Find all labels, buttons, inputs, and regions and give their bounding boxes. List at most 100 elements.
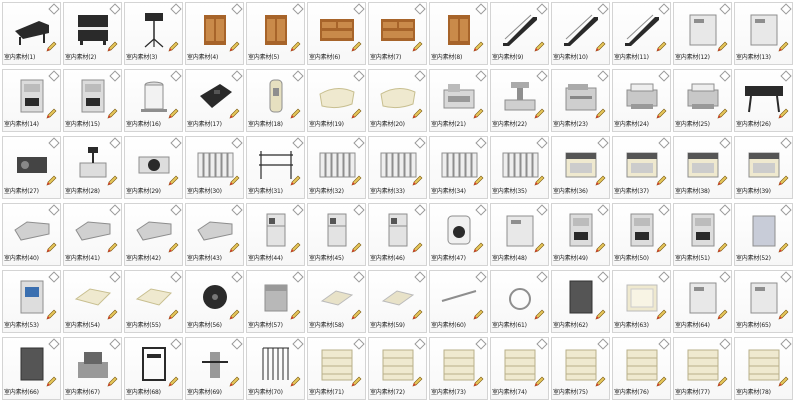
edit-pencil-icon[interactable] (168, 309, 179, 320)
component-tile[interactable]: 室内素材(43) (185, 203, 244, 266)
edit-pencil-icon[interactable] (717, 242, 728, 253)
component-tile[interactable]: 室内素材(35) (490, 136, 549, 199)
component-tile[interactable]: 室内素材(78) (734, 337, 793, 400)
component-tile[interactable]: 室内素材(36) (551, 136, 610, 199)
component-tile[interactable]: 室内素材(2) (63, 2, 122, 65)
edit-pencil-icon[interactable] (412, 309, 423, 320)
component-tile[interactable]: 室内素材(4) (185, 2, 244, 65)
component-tile[interactable]: 室内素材(63) (612, 270, 671, 333)
component-tile[interactable]: 室内素材(49) (551, 203, 610, 266)
edit-pencil-icon[interactable] (412, 41, 423, 52)
component-tile[interactable]: 室内素材(20) (368, 69, 427, 132)
edit-pencil-icon[interactable] (351, 242, 362, 253)
component-tile[interactable]: 室内素材(8) (429, 2, 488, 65)
edit-pencil-icon[interactable] (107, 175, 118, 186)
component-tile[interactable]: 室内素材(42) (124, 203, 183, 266)
component-tile[interactable]: 室内素材(12) (673, 2, 732, 65)
component-tile[interactable]: 室内素材(69) (185, 337, 244, 400)
edit-pencil-icon[interactable] (778, 376, 789, 387)
component-tile[interactable]: 室内素材(5) (246, 2, 305, 65)
edit-pencil-icon[interactable] (717, 108, 728, 119)
edit-pencil-icon[interactable] (46, 376, 57, 387)
edit-pencil-icon[interactable] (229, 175, 240, 186)
edit-pencil-icon[interactable] (229, 309, 240, 320)
edit-pencil-icon[interactable] (473, 175, 484, 186)
edit-pencil-icon[interactable] (168, 175, 179, 186)
component-tile[interactable]: 室内素材(65) (734, 270, 793, 333)
edit-pencil-icon[interactable] (656, 376, 667, 387)
component-tile[interactable]: 室内素材(55) (124, 270, 183, 333)
edit-pencil-icon[interactable] (351, 41, 362, 52)
component-tile[interactable]: 室内素材(53) (2, 270, 61, 333)
edit-pencil-icon[interactable] (229, 242, 240, 253)
edit-pencil-icon[interactable] (778, 175, 789, 186)
component-tile[interactable]: 室内素材(57) (246, 270, 305, 333)
edit-pencil-icon[interactable] (656, 108, 667, 119)
component-tile[interactable]: 室内素材(34) (429, 136, 488, 199)
component-tile[interactable]: 室内素材(46) (368, 203, 427, 266)
component-tile[interactable]: 室内素材(16) (124, 69, 183, 132)
edit-pencil-icon[interactable] (717, 309, 728, 320)
component-tile[interactable]: 室内素材(17) (185, 69, 244, 132)
component-tile[interactable]: 室内素材(3) (124, 2, 183, 65)
component-tile[interactable]: 室内素材(66) (2, 337, 61, 400)
component-tile[interactable]: 室内素材(62) (551, 270, 610, 333)
component-tile[interactable]: 室内素材(56) (185, 270, 244, 333)
edit-pencil-icon[interactable] (46, 309, 57, 320)
edit-pencil-icon[interactable] (168, 376, 179, 387)
component-tile[interactable]: 室内素材(73) (429, 337, 488, 400)
edit-pencil-icon[interactable] (534, 242, 545, 253)
edit-pencil-icon[interactable] (473, 108, 484, 119)
edit-pencil-icon[interactable] (473, 309, 484, 320)
component-tile[interactable]: 室内素材(75) (551, 337, 610, 400)
edit-pencil-icon[interactable] (107, 376, 118, 387)
component-tile[interactable]: 室内素材(54) (63, 270, 122, 333)
edit-pencil-icon[interactable] (412, 108, 423, 119)
edit-pencil-icon[interactable] (46, 41, 57, 52)
edit-pencil-icon[interactable] (351, 376, 362, 387)
edit-pencil-icon[interactable] (534, 108, 545, 119)
edit-pencil-icon[interactable] (168, 242, 179, 253)
component-tile[interactable]: 室内素材(18) (246, 69, 305, 132)
component-tile[interactable]: 室内素材(60) (429, 270, 488, 333)
edit-pencil-icon[interactable] (656, 242, 667, 253)
edit-pencil-icon[interactable] (290, 309, 301, 320)
edit-pencil-icon[interactable] (534, 309, 545, 320)
edit-pencil-icon[interactable] (229, 41, 240, 52)
edit-pencil-icon[interactable] (351, 309, 362, 320)
component-tile[interactable]: 室内素材(23) (551, 69, 610, 132)
component-tile[interactable]: 室内素材(72) (368, 337, 427, 400)
component-tile[interactable]: 室内素材(33) (368, 136, 427, 199)
component-tile[interactable]: 室内素材(59) (368, 270, 427, 333)
edit-pencil-icon[interactable] (534, 175, 545, 186)
component-tile[interactable]: 室内素材(76) (612, 337, 671, 400)
edit-pencil-icon[interactable] (46, 242, 57, 253)
component-tile[interactable]: 室内素材(48) (490, 203, 549, 266)
edit-pencil-icon[interactable] (168, 108, 179, 119)
edit-pencil-icon[interactable] (290, 41, 301, 52)
component-tile[interactable]: 室内素材(9) (490, 2, 549, 65)
component-tile[interactable]: 室内素材(44) (246, 203, 305, 266)
edit-pencil-icon[interactable] (473, 242, 484, 253)
component-tile[interactable]: 室内素材(41) (63, 203, 122, 266)
component-tile[interactable]: 室内素材(38) (673, 136, 732, 199)
component-tile[interactable]: 室内素材(40) (2, 203, 61, 266)
edit-pencil-icon[interactable] (290, 108, 301, 119)
component-tile[interactable]: 室内素材(51) (673, 203, 732, 266)
component-tile[interactable]: 室内素材(64) (673, 270, 732, 333)
component-tile[interactable]: 室内素材(70) (246, 337, 305, 400)
edit-pencil-icon[interactable] (229, 376, 240, 387)
edit-pencil-icon[interactable] (717, 41, 728, 52)
edit-pencil-icon[interactable] (229, 108, 240, 119)
edit-pencil-icon[interactable] (412, 175, 423, 186)
edit-pencil-icon[interactable] (107, 108, 118, 119)
component-tile[interactable]: 室内素材(50) (612, 203, 671, 266)
component-tile[interactable]: 室内素材(37) (612, 136, 671, 199)
component-tile[interactable]: 室内素材(67) (63, 337, 122, 400)
component-tile[interactable]: 室内素材(39) (734, 136, 793, 199)
edit-pencil-icon[interactable] (46, 175, 57, 186)
component-tile[interactable]: 室内素材(14) (2, 69, 61, 132)
component-tile[interactable]: 室内素材(1) (2, 2, 61, 65)
component-tile[interactable]: 室内素材(19) (307, 69, 366, 132)
edit-pencil-icon[interactable] (717, 175, 728, 186)
